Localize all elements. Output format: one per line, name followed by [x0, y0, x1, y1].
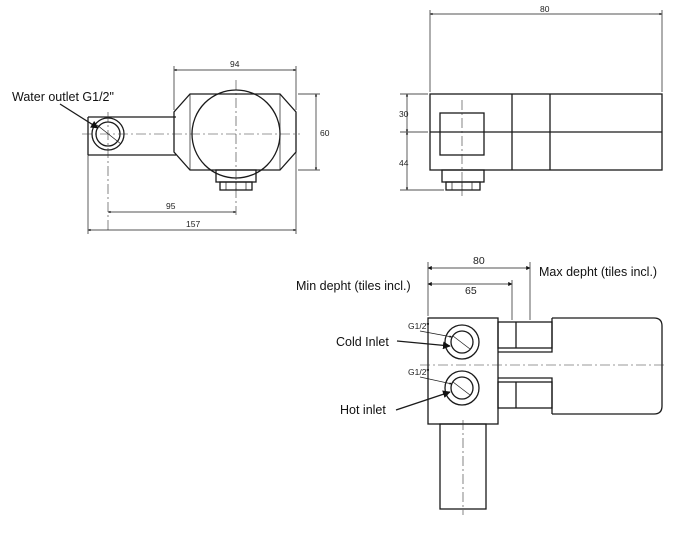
dim-44: 44: [399, 158, 409, 168]
dim-side-80: 80: [540, 4, 550, 14]
bottom-view: 80 65 Min depht (tiles incl.) Max depht …: [296, 255, 666, 515]
max-depth-label: Max depht (tiles incl.): [539, 265, 657, 279]
thread-cold-label: G1/2": [408, 321, 429, 331]
dim-95: 95: [166, 201, 176, 211]
dim-157: 157: [186, 219, 200, 229]
dim-30: 30: [399, 109, 409, 119]
thread-hot-label: G1/2": [408, 367, 429, 377]
dim-bottom-65: 65: [465, 285, 477, 297]
dim-bottom-80: 80: [473, 255, 485, 267]
water-outlet-arrow: [59, 103, 99, 129]
water-outlet-label: Water outlet G1/2": [12, 90, 114, 104]
dim-94: 94: [230, 59, 240, 69]
hot-inlet-arrow: [395, 390, 451, 411]
front-view: 94 60 95 157 Water outlet G1/2": [12, 59, 330, 234]
min-depth-label: Min depht (tiles incl.): [296, 279, 411, 293]
hot-inlet-label: Hot inlet: [340, 403, 386, 417]
cold-inlet-arrow: [396, 340, 451, 350]
cold-inlet-label: Cold Inlet: [336, 335, 389, 349]
side-view: 80 30 44: [399, 4, 663, 196]
dim-60: 60: [320, 128, 330, 138]
